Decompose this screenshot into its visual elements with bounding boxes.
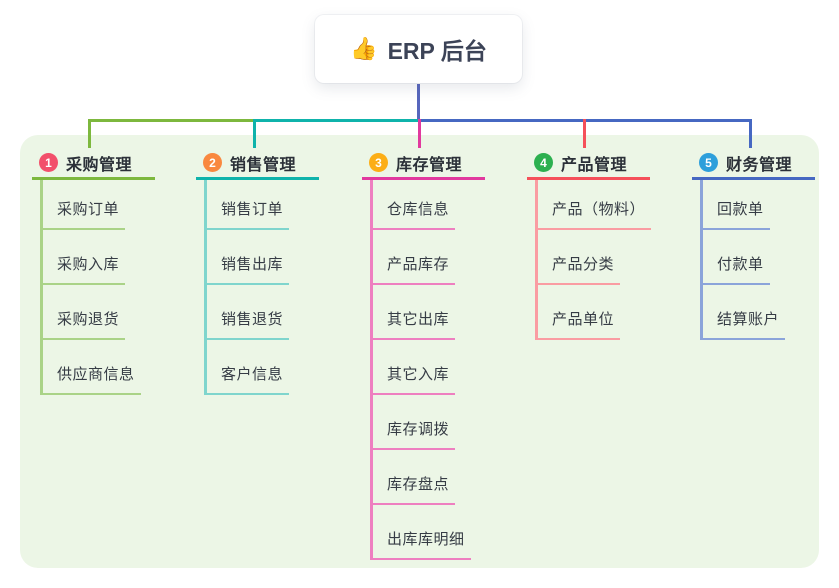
branch-header-finance[interactable]: 5 财务管理 <box>692 148 815 180</box>
branch-finance-management: 5 财务管理 回款单 付款单 结算账户 <box>692 148 815 340</box>
child-node[interactable]: 销售退货 <box>204 285 290 340</box>
child-node[interactable]: 付款单 <box>700 230 770 285</box>
branch-number-badge: 2 <box>203 153 222 172</box>
child-node[interactable]: 供应商信息 <box>40 340 141 395</box>
branch-children-list: 回款单 付款单 结算账户 <box>692 180 812 340</box>
branch-number-badge: 5 <box>699 153 718 172</box>
child-node[interactable]: 其它入库 <box>370 340 456 395</box>
thumbs-up-icon: 👍 <box>350 36 378 61</box>
branch-sales-management: 2 销售管理 销售订单 销售出库 销售退货 客户信息 <box>196 148 319 395</box>
drop-line-finance <box>749 119 752 148</box>
child-node[interactable]: 产品库存 <box>370 230 456 285</box>
drop-line-product <box>583 119 586 148</box>
child-node[interactable]: 销售出库 <box>204 230 290 285</box>
branch-purchase-management: 1 采购管理 采购订单 采购入库 采购退货 供应商信息 <box>32 148 155 395</box>
child-node[interactable]: 产品（物料） <box>535 180 652 230</box>
branch-children-list: 销售订单 销售出库 销售退货 客户信息 <box>196 180 316 395</box>
branch-header-sales[interactable]: 2 销售管理 <box>196 148 319 180</box>
branch-spine-line <box>370 180 373 560</box>
branch-spine-line <box>535 180 538 340</box>
branch-title: 采购管理 <box>66 156 133 174</box>
root-node[interactable]: 👍 ERP 后台 <box>315 15 522 83</box>
branch-number-badge: 1 <box>39 153 58 172</box>
root-node-label: ERP 后台 <box>387 38 487 64</box>
child-node[interactable]: 产品单位 <box>535 285 621 340</box>
branch-spine-line <box>40 180 43 395</box>
child-node[interactable]: 采购退货 <box>40 285 126 340</box>
child-node[interactable]: 采购入库 <box>40 230 126 285</box>
bus-line-purchase <box>88 119 255 122</box>
branch-inventory-management: 3 库存管理 仓库信息 产品库存 其它出库 其它入库 库存调拨 库存盘点 出库库… <box>362 148 485 560</box>
branch-header-inventory[interactable]: 3 库存管理 <box>362 148 485 180</box>
child-node[interactable]: 采购订单 <box>40 180 126 230</box>
child-node[interactable]: 客户信息 <box>204 340 290 395</box>
branch-spine-line <box>204 180 207 395</box>
branches-panel-background <box>20 135 819 568</box>
root-connector-line <box>417 82 420 120</box>
child-node[interactable]: 其它出库 <box>370 285 456 340</box>
child-node[interactable]: 库存盘点 <box>370 450 456 505</box>
branch-header-purchase[interactable]: 1 采购管理 <box>32 148 155 180</box>
drop-line-purchase <box>88 119 91 148</box>
child-node[interactable]: 销售订单 <box>204 180 290 230</box>
drop-line-inventory <box>418 119 421 148</box>
branch-number-badge: 3 <box>369 153 388 172</box>
branch-children-list: 采购订单 采购入库 采购退货 供应商信息 <box>32 180 152 395</box>
child-node[interactable]: 产品分类 <box>535 230 621 285</box>
branch-number-badge: 4 <box>534 153 553 172</box>
child-node[interactable]: 回款单 <box>700 180 770 230</box>
branch-title: 库存管理 <box>396 156 463 174</box>
branch-children-list: 仓库信息 产品库存 其它出库 其它入库 库存调拨 库存盘点 出库库明细 <box>362 180 482 560</box>
branch-title: 销售管理 <box>230 156 297 174</box>
child-node[interactable]: 出库库明细 <box>370 505 471 560</box>
bus-line-sales <box>254 119 419 122</box>
drop-line-sales <box>253 119 256 148</box>
child-node[interactable]: 库存调拨 <box>370 395 456 450</box>
branch-product-management: 4 产品管理 产品（物料） 产品分类 产品单位 <box>527 148 652 340</box>
branch-header-product[interactable]: 4 产品管理 <box>527 148 650 180</box>
branch-title: 财务管理 <box>726 156 793 174</box>
child-node[interactable]: 结算账户 <box>700 285 786 340</box>
branch-spine-line <box>700 180 703 340</box>
branch-title: 产品管理 <box>561 156 628 174</box>
child-node[interactable]: 仓库信息 <box>370 180 456 230</box>
branch-children-list: 产品（物料） 产品分类 产品单位 <box>527 180 652 340</box>
